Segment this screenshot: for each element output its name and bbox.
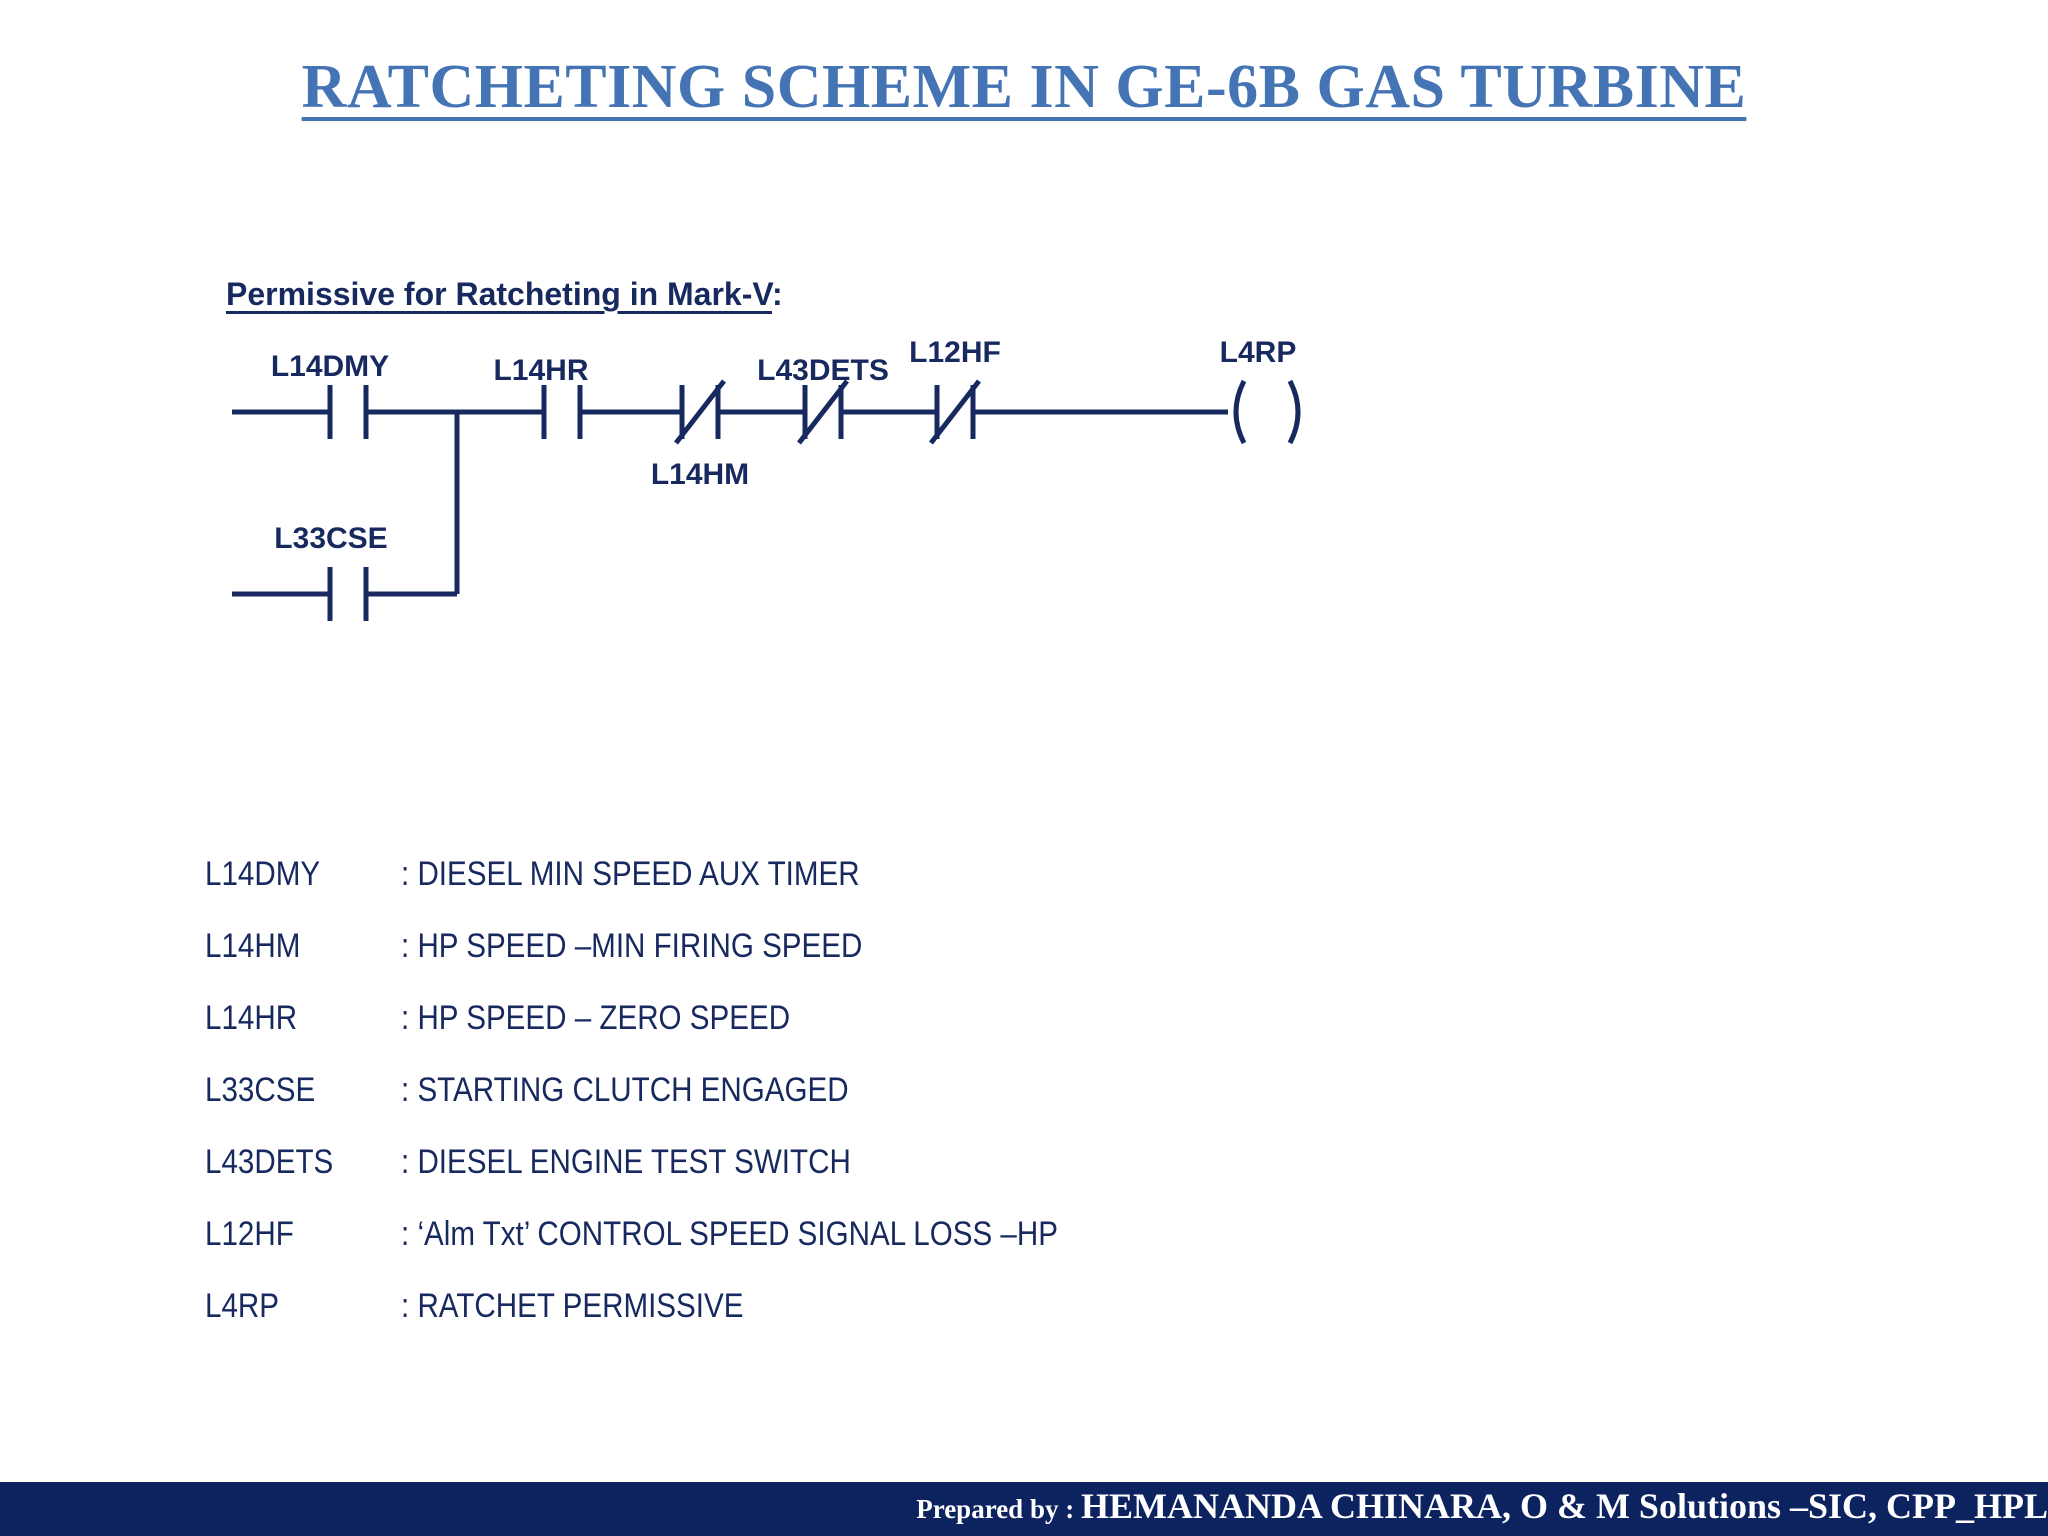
rung-label-l14hr: L14HR: [493, 354, 589, 387]
footer-bar: Prepared by : HEMANANDA CHINARA, O & M S…: [0, 1482, 2048, 1536]
legend-tag: L14DMY: [205, 855, 321, 893]
legend-tag: L12HF: [205, 1215, 294, 1253]
legend-separator: :: [401, 927, 410, 965]
legend-tag: L4RP: [205, 1287, 280, 1325]
rung-label-l14hm: L14HM: [650, 458, 750, 491]
contact-nc-l43dets-slash: [797, 379, 849, 445]
legend-separator: :: [401, 1071, 410, 1109]
subtitle-colon: :: [771, 276, 783, 312]
legend-row: L14HR : HP SPEED – ZERO SPEED: [205, 999, 1705, 1071]
legend-tag: L33CSE: [205, 1071, 316, 1109]
legend-tag: L14HM: [205, 927, 301, 965]
subtitle-underlined-text: Permissive for Ratcheting in Mark-V: [226, 276, 772, 312]
footer-credit: Prepared by : HEMANANDA CHINARA, O & M S…: [916, 1481, 2048, 1534]
rung-label-l4rp: L4RP: [1219, 336, 1297, 369]
rung-label-l43dets: L43DETS: [757, 354, 889, 387]
output-coil-l4rp-arc-left: [1233, 379, 1247, 445]
legend-desc-text: HP SPEED –MIN FIRING SPEED: [417, 927, 863, 965]
legend-row: L4RP : RATCHET PERMISSIVE: [205, 1287, 1705, 1359]
legend-tag: L43DETS: [205, 1143, 334, 1181]
legend-row: L12HF : ‘Alm Txt’ CONTROL SPEED SIGNAL L…: [205, 1215, 1705, 1287]
legend-description: : DIESEL MIN SPEED AUX TIMER: [401, 855, 860, 894]
legend-row: L33CSE : STARTING CLUTCH ENGAGED: [205, 1071, 1705, 1143]
legend-desc-text: ‘Alm Txt’ CONTROL SPEED SIGNAL LOSS –HP: [417, 1215, 1058, 1253]
rung-label-l14dmy: L14DMY: [270, 350, 390, 383]
legend-description: : ‘Alm Txt’ CONTROL SPEED SIGNAL LOSS –H…: [401, 1215, 1058, 1254]
legend-description: : RATCHET PERMISSIVE: [401, 1287, 743, 1326]
legend-row: L43DETS : DIESEL ENGINE TEST SWITCH: [205, 1143, 1705, 1215]
legend-separator: :: [401, 1287, 410, 1325]
legend-desc-text: STARTING CLUTCH ENGAGED: [417, 1071, 849, 1109]
footer-prepared-by-label: Prepared by :: [916, 1494, 1081, 1524]
legend-description: : HP SPEED –MIN FIRING SPEED: [401, 927, 862, 966]
legend-list: L14DMY : DIESEL MIN SPEED AUX TIMER L14H…: [205, 855, 1705, 1359]
legend-desc-text: DIESEL ENGINE TEST SWITCH: [417, 1143, 851, 1181]
legend-separator: :: [401, 1143, 410, 1181]
legend-desc-text: DIESEL MIN SPEED AUX TIMER: [417, 855, 860, 893]
output-coil-l4rp-arc-right: [1287, 379, 1301, 445]
legend-desc-text: HP SPEED – ZERO SPEED: [417, 999, 791, 1037]
rung-label-l33cse: L33CSE: [274, 522, 388, 555]
legend-description: : HP SPEED – ZERO SPEED: [401, 999, 790, 1038]
legend-description: : DIESEL ENGINE TEST SWITCH: [401, 1143, 851, 1182]
legend-row: L14HM : HP SPEED –MIN FIRING SPEED: [205, 927, 1705, 999]
legend-row: L14DMY : DIESEL MIN SPEED AUX TIMER: [205, 855, 1705, 927]
legend-separator: :: [401, 999, 410, 1037]
section-subtitle: Permissive for Ratcheting in Mark-V:: [226, 276, 783, 313]
legend-separator: :: [401, 1215, 410, 1253]
footer-author-name: HEMANANDA CHINARA, O & M Solutions –SIC,…: [1080, 1486, 2048, 1526]
legend-desc-text: RATCHET PERMISSIVE: [417, 1287, 744, 1325]
legend-separator: :: [401, 855, 410, 893]
contact-nc-l12hf-slash: [929, 379, 981, 445]
rung-label-l12hf: L12HF: [909, 336, 1001, 369]
legend-tag: L14HR: [205, 999, 298, 1037]
contact-nc-l14hm-slash: [674, 379, 726, 445]
page-title: RATCHETING SCHEME IN GE-6B GAS TURBINE: [301, 53, 1747, 121]
legend-description: : STARTING CLUTCH ENGAGED: [401, 1071, 849, 1110]
